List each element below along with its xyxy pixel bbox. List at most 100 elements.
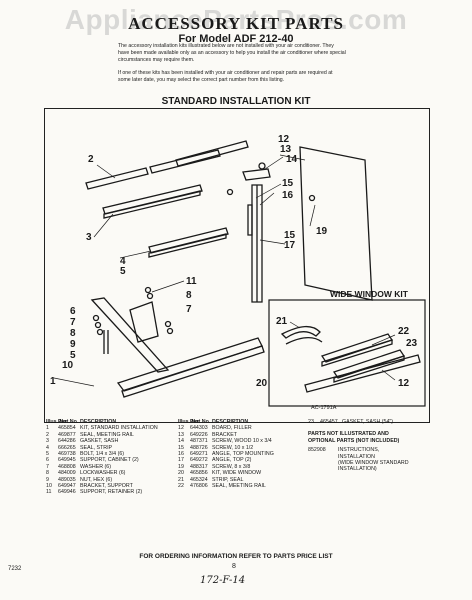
not-illustrated-title: PARTS NOT ILLUSTRATED AND OPTIONAL PARTS…	[308, 431, 400, 444]
page-subtitle: For Model ADF 212-40	[178, 33, 294, 45]
description: GASKET, SASH (54")	[342, 419, 394, 425]
description: SEAL, MEETING RAIL	[212, 483, 266, 490]
illus-no: 5	[46, 451, 49, 458]
standard-kit-title: STANDARD INSTALLATION KIT	[161, 96, 311, 107]
illus-no: 19	[178, 463, 184, 470]
part-no: 644286	[58, 438, 76, 445]
part-no: 488317	[190, 463, 208, 470]
illus-no: 3	[46, 438, 49, 445]
callout-number: 16	[282, 190, 294, 201]
table-header: Illus. No. Part No. DESCRIPTION	[46, 419, 178, 425]
description: SEAL, MEETING RAIL	[80, 431, 134, 438]
illus-no: 11	[46, 489, 52, 496]
part-no: 649947	[58, 483, 76, 490]
table-row: 16 649271 ANGLE, TOP MOUNTING	[178, 451, 304, 457]
header-description: DESCRIPTION	[80, 419, 117, 425]
part-no: 649272	[190, 457, 208, 464]
top-angle-drawing	[247, 184, 263, 303]
header-part-no: Part No.	[190, 419, 211, 425]
illus-no: 13	[178, 431, 184, 438]
callout-number: 4	[120, 256, 126, 267]
handwritten-note: 172-F-14	[200, 575, 246, 586]
part-no: 649226	[190, 431, 208, 438]
callout-number: 5	[70, 350, 76, 361]
callout-number: 7	[70, 317, 76, 328]
header-part-no: Part No.	[58, 419, 79, 425]
table-row: 852908 INSTRUCTIONS, INSTALLATION (WIDE …	[308, 447, 432, 473]
illus-no: 6	[46, 457, 49, 464]
callout-number: 17	[284, 240, 296, 251]
callout-number: 8	[186, 290, 192, 301]
note-part-number: 852908	[308, 447, 326, 454]
table-row: 6 649945 SUPPORT, CABINET (2)	[46, 457, 178, 463]
callout-number: 12	[398, 378, 410, 389]
description: STRIP, SEAL	[212, 476, 244, 483]
ordering-info: FOR ORDERING INFORMATION REFER TO PARTS …	[139, 553, 333, 560]
illus-no: 22	[178, 483, 184, 490]
description: ANGLE, TOP MOUNTING	[212, 451, 274, 458]
support-bracket-drawing	[90, 297, 265, 398]
callout-number: 20	[256, 378, 268, 389]
callout-number: 14	[286, 154, 298, 165]
illus-no: 16	[178, 451, 184, 458]
callout-number: 12	[278, 134, 290, 145]
page-title: ACCESSORY KIT PARTS	[128, 14, 344, 33]
part-no: 649945	[58, 457, 76, 464]
callout-number: 5	[120, 266, 126, 277]
table-row: 22 476806 SEAL, MEETING RAIL	[178, 483, 304, 489]
description: KIT, STANDARD INSTALLATION	[80, 425, 158, 432]
illus-no: 20	[178, 470, 184, 477]
description: SUPPORT, CABINET (2)	[80, 457, 139, 464]
description: SEAL, STRIP	[80, 444, 113, 451]
part-no: 649271	[190, 451, 208, 458]
part-no: 469877	[58, 431, 76, 438]
callout-number: 11	[186, 276, 197, 287]
meeting-rail-seal-drawing	[85, 140, 249, 190]
wide-window-kit-title: WIDE WINDOW KIT	[330, 289, 408, 299]
illus-no: 17	[178, 457, 184, 464]
document-code: 7232	[8, 566, 22, 572]
part-no: 484009	[58, 470, 76, 477]
note-description: INSTRUCTIONS, INSTALLATION (WIDE WINDOW …	[338, 447, 409, 473]
callout-number: 15	[284, 230, 296, 241]
illus-no: 15	[178, 444, 184, 451]
description: LOCKWASHER (6)	[80, 470, 126, 477]
diagram-frame	[44, 108, 430, 423]
illus-no: 9	[46, 476, 49, 483]
part-no: 465856	[190, 470, 208, 477]
part-no: 476806	[190, 483, 208, 490]
description: BOLT, 1/4 x 3/4 (6)	[80, 451, 125, 458]
part-no: 489035	[58, 476, 76, 483]
callout-number: 1	[50, 376, 56, 387]
callout-number: 2	[88, 154, 94, 165]
illus-no: 12	[178, 425, 184, 432]
header-description: DESCRIPTION	[212, 419, 249, 425]
callout-number: 23	[406, 338, 418, 349]
part-no: 649946	[58, 489, 76, 496]
illus-no: 21	[178, 476, 184, 483]
description: BRACKET, SUPPORT	[80, 483, 133, 490]
description: SCREW, 10 x 1/2	[212, 444, 254, 451]
callout-number: 9	[70, 339, 76, 350]
hardware-drawing	[92, 188, 316, 336]
description: SUPPORT, RETAINER (2)	[80, 489, 143, 496]
